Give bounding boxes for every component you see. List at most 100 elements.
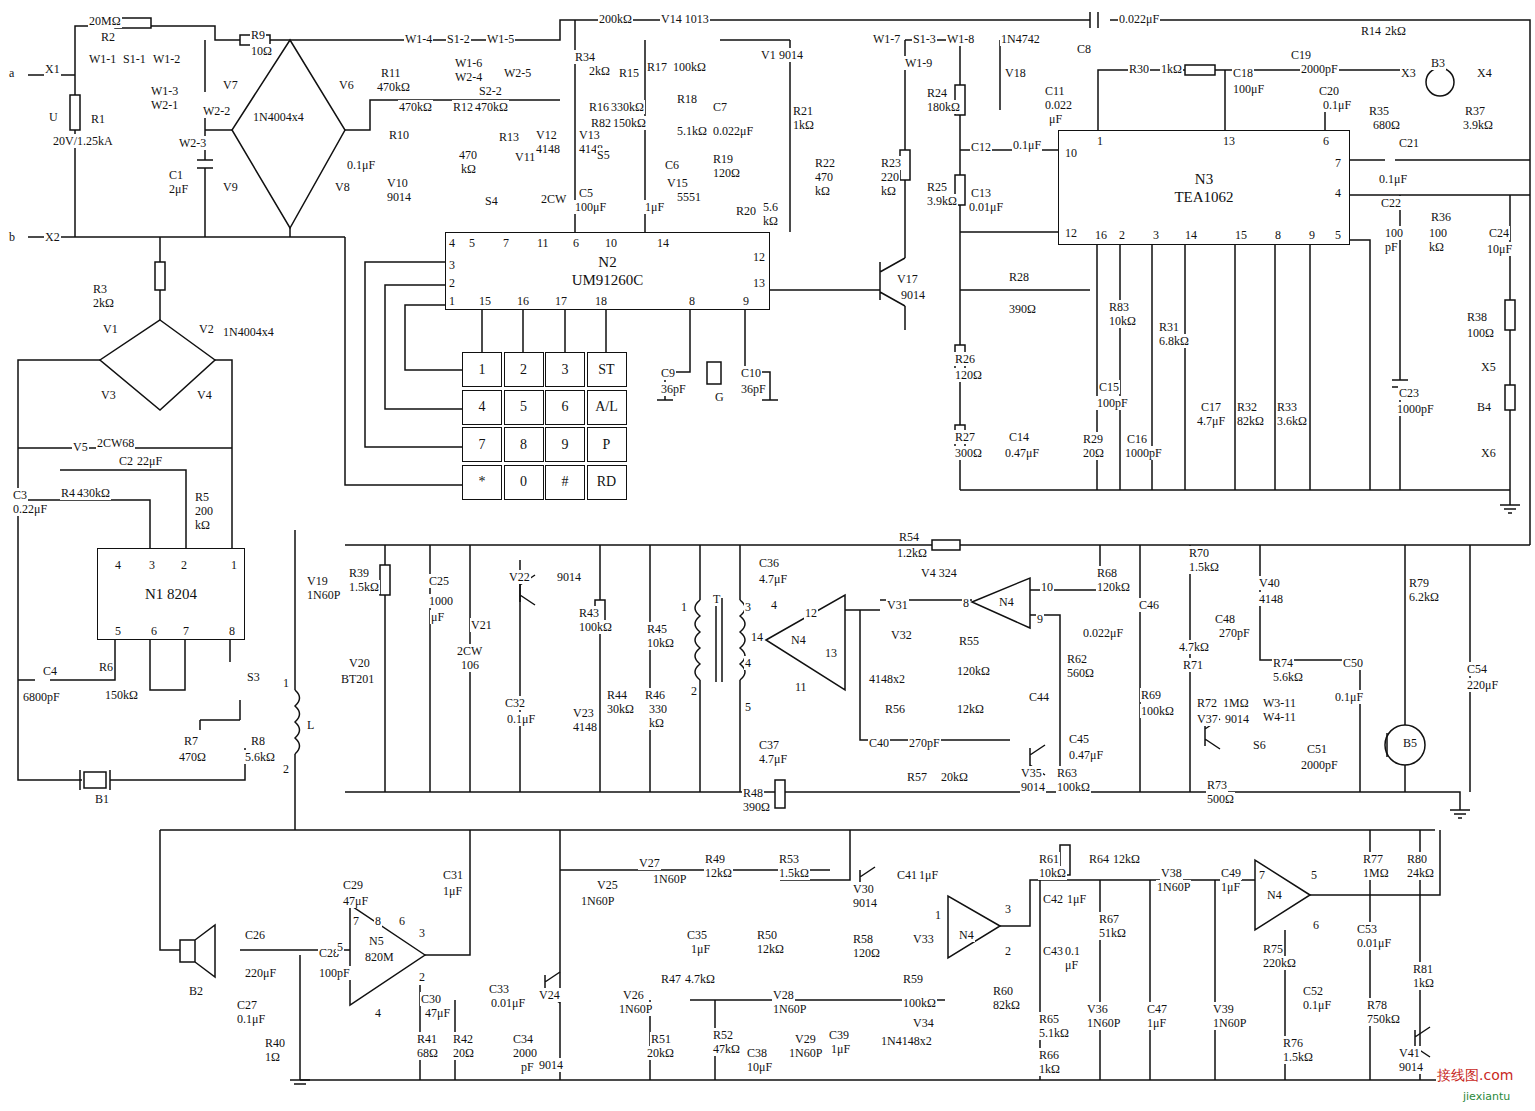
component-label: 9014 [778,48,804,62]
component-label: C33 [488,982,510,996]
component-label: 1 [934,908,942,922]
component-label: 1N60P [306,588,341,602]
component-label: C3 [12,488,28,502]
component-label: 8 [962,596,970,610]
component-label: C17 [1200,400,1222,414]
component-label: R9 [250,28,266,42]
component-label: 0.47μF [1004,446,1040,460]
component-label: 0.47μF [1068,748,1104,762]
component-label: 0.1 [1064,944,1081,958]
component-label: R42 [452,1032,474,1046]
component-label: 12 [804,606,818,620]
component-label: kΩ [648,716,665,730]
component-label: 1μF [644,200,665,214]
component-label: 1μF [830,1042,851,1056]
key-label: RD [597,473,616,491]
component-label: 1MΩ [1222,696,1250,710]
component-label: C19 [1290,48,1312,62]
component-label: C53 [1356,922,1378,936]
component-label: 220μF [244,966,277,980]
component-label: C7 [712,100,728,114]
component-label: 13 [752,276,766,290]
component-label: 10μF [1486,242,1513,256]
component-label: 1N4148x2 [880,1034,933,1048]
component-label: 1MΩ [1362,866,1390,880]
component-label: S1-2 [446,32,471,46]
component-label: B2 [188,984,204,998]
component-label: 9014 [1224,712,1250,726]
component-label: W2-3 [178,136,207,150]
component-label: 22μF [136,454,163,468]
component-label: C35 [686,928,708,942]
component-label: C25 [428,574,450,588]
component-label: 15 [478,294,492,308]
component-label: C27 [236,998,258,1012]
component-label: R38 [1466,310,1488,324]
component-label: 0.22μF [12,502,48,516]
component-label: R50 [756,928,778,942]
component-label: R32 [1236,400,1258,414]
component-label: R21 [792,104,814,118]
component-label: C54 [1466,662,1488,676]
component-label: R23 [880,156,902,170]
component-label: kΩ [194,518,211,532]
component-label: 4 [1334,186,1342,200]
component-label: 750kΩ [1366,1012,1401,1026]
component-label: 9 [1036,612,1044,626]
component-label: V27 [638,856,661,870]
component-label: 5 [1334,228,1342,242]
component-label: 0.022μF [1118,12,1160,26]
component-label: 100kΩ [1056,780,1091,794]
component-label: B1 [94,792,110,806]
component-label: 36pF [740,382,767,396]
component-label: 7 [352,914,360,928]
component-label: R44 [606,688,628,702]
component-label: 6 [1322,134,1330,148]
component-label: R27 [954,430,976,444]
component-label: S3 [246,670,261,684]
component-label: 0.1μF [346,158,376,172]
component-label: 9 [742,294,750,308]
component-label: W1-2 [152,52,181,66]
component-label: R28 [1008,270,1030,284]
component-label: 0.1μF [236,1012,266,1026]
component-label: V21 [470,618,493,632]
component-label: 200kΩ [598,12,633,26]
component-label: 200 [194,504,214,518]
component-label: R19 [712,152,734,166]
component-label: 4 [448,236,456,250]
component-label: 120kΩ [956,664,991,678]
component-label: 4.7μF [758,572,788,586]
component-label: R47 [660,972,682,986]
component-label: R30 [1128,62,1150,76]
keypad-key: ST [587,352,627,387]
microphone-symbol [1385,725,1425,765]
component-label: V36 [1086,1002,1109,1016]
key-label: 8 [520,436,527,454]
component-label: V1 [102,322,119,336]
component-label: R83 [1108,300,1130,314]
component-label: W1-8 [946,32,975,46]
component-label: 100μF [1232,82,1265,96]
component-label: R3 [92,282,108,296]
component-label: 100kΩ [902,996,937,1010]
component-label: R4 [60,486,76,500]
component-label: 10Ω [250,44,273,58]
component-label: R49 [704,852,726,866]
op-amp-symbol [948,896,1000,958]
component-label: V3 [100,388,117,402]
component-label: V2 [198,322,215,336]
component-label: R20 [735,204,757,218]
component-label: 3 [448,258,456,272]
component-label: kΩ [762,214,779,228]
component-label: N4 [998,595,1015,609]
component-label: 1μF [918,868,939,882]
component-label: 150kΩ [612,116,647,130]
component-label: 13 [824,646,838,660]
component-label: 30kΩ [606,702,635,716]
component-label: C38 [746,1046,768,1060]
component-label: R22 [814,156,836,170]
component-label: C52 [1302,984,1324,998]
component-label: R75 [1262,942,1284,956]
component-label: 4148 [1258,592,1284,606]
